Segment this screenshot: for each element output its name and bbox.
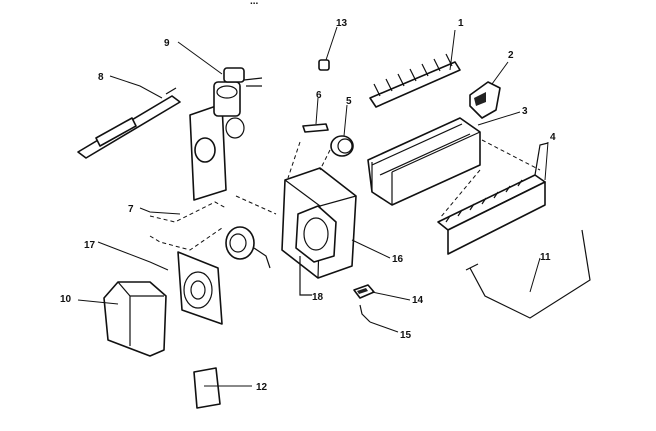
callout-7: 7 [128,204,134,215]
part-10-front-cover [77,281,167,357]
callout-8: 8 [98,72,104,83]
part-3-ice-mold [367,111,521,206]
callout-11: 11 [540,252,551,263]
part-2-bracket [469,61,509,119]
part-15-screw [359,304,399,333]
part-8-heater [77,75,181,159]
callout-2: 2 [508,50,514,61]
callout-3: 3 [522,106,528,117]
callout-13: 13 [336,18,348,29]
part-11-shutoff-arm [465,229,591,319]
assembly-guide-center [235,141,331,215]
callout-14: 14 [412,295,424,306]
part-14-switch [353,284,411,301]
part-18-spring [299,256,312,296]
part-17-mounting-plate [97,241,223,325]
part-5-cam [330,104,354,157]
part-13-clip [318,26,338,71]
callout-1: 1 [458,18,464,29]
callout-5: 5 [346,96,352,107]
part-6-pin [302,97,329,133]
part-4-stripper [437,141,549,255]
part-16-housing [281,167,391,279]
callout-15: 15 [400,330,412,341]
callout-4: 4 [550,132,556,143]
header-text: ... [250,0,259,7]
assembly-guide-right [439,139,541,219]
part-12-label-card [193,367,252,409]
callout-9: 9 [164,38,170,49]
callout-10: 10 [60,294,72,305]
callout-12: 12 [256,382,268,393]
callout-16: 16 [392,254,404,265]
callout-17: 17 [84,240,96,251]
motor [225,226,271,269]
callout-6: 6 [316,90,322,101]
callout-18: 18 [312,292,324,303]
part-9-water-valve [177,41,263,201]
part-7-wire-harness [139,201,227,251]
part-1-ejector-blade [369,29,461,108]
